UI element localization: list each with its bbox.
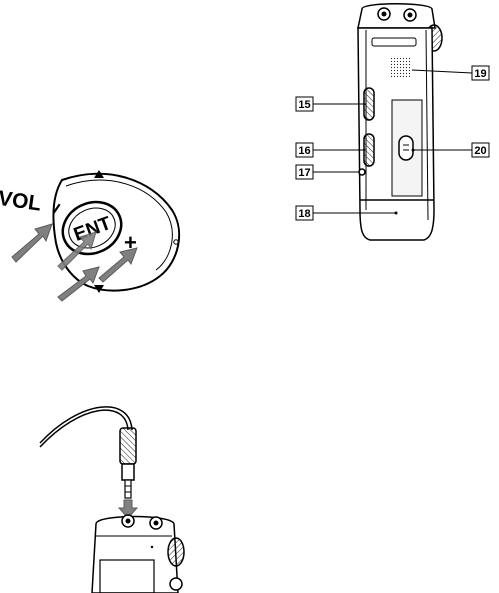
recorder-top-partial xyxy=(92,517,178,593)
cover-latch[interactable] xyxy=(399,136,413,160)
callout-16: 16 xyxy=(298,145,310,157)
speaker-grill xyxy=(390,56,412,78)
callout-17: 17 xyxy=(298,167,310,179)
press-arrow-minus xyxy=(12,224,52,262)
callout-19: 19 xyxy=(474,68,486,80)
recorder-top xyxy=(358,4,435,28)
callout-15: 15 xyxy=(298,99,310,111)
earphone-connection-figure xyxy=(40,407,184,593)
callout-18: 18 xyxy=(298,208,310,220)
plug-body xyxy=(120,428,136,464)
volume-label: VOL xyxy=(0,187,43,216)
control-pad-figure: ENT – + VOL xyxy=(0,170,179,301)
microphone-icon-bottom xyxy=(168,538,184,566)
callout-20: 20 xyxy=(474,145,486,157)
plug-tip xyxy=(125,480,131,498)
recorder-figure: 19 15 16 17 18 20 xyxy=(296,4,489,240)
